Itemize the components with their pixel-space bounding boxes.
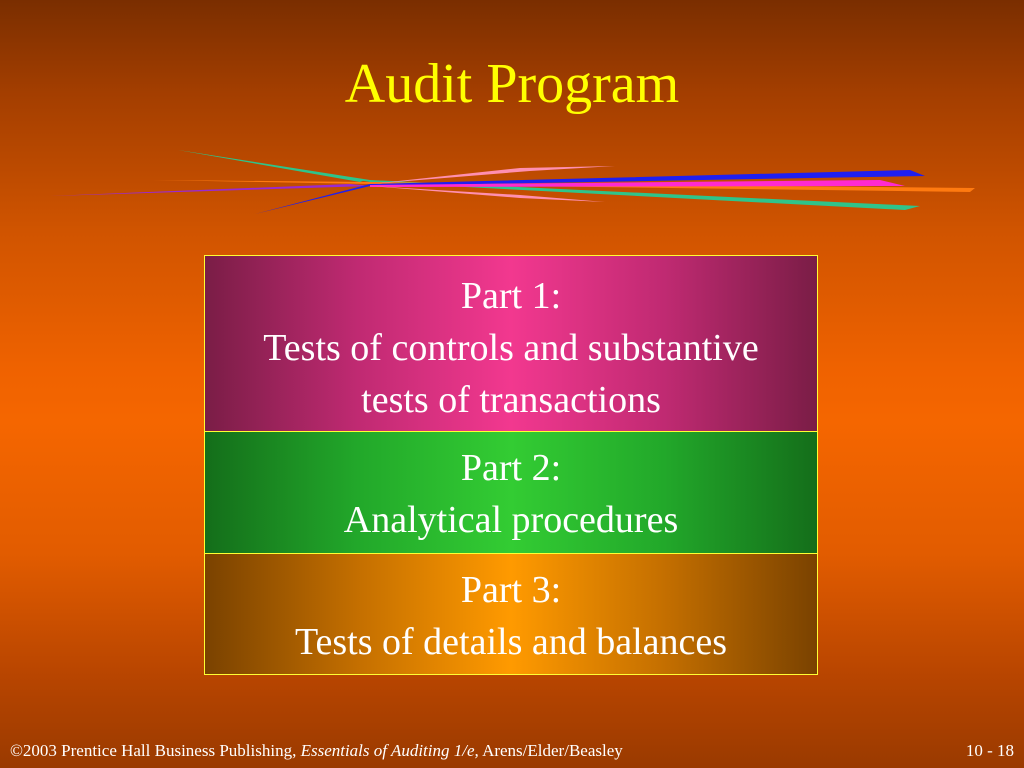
footer-book-title: Essentials of Auditing 1/e,	[300, 741, 479, 760]
footer-authors: Arens/Elder/Beasley	[482, 741, 623, 760]
part-3-heading: Part 3:	[460, 569, 562, 611]
part-3-line-1: Tests of details and balances	[294, 621, 728, 663]
part-1-box: Part 1: Tests of controls and substantiv…	[205, 256, 817, 431]
ray-teal	[178, 150, 920, 210]
ray-pink-lower	[370, 186, 605, 202]
footer-copyright: ©2003 Prentice Hall Business Publishing,	[10, 741, 297, 760]
slide-footer: ©2003 Prentice Hall Business Publishing,…	[10, 738, 1014, 764]
footer-citation: ©2003 Prentice Hall Business Publishing,…	[10, 738, 623, 764]
part-2-heading: Part 2:	[460, 447, 562, 489]
part-1-line-2: tests of transactions	[361, 379, 661, 421]
ray-purple	[50, 184, 370, 196]
footer-page-number: 10 - 18	[965, 741, 1014, 760]
part-2-box: Part 2: Analytical procedures	[205, 431, 817, 553]
ray-blue	[255, 170, 925, 214]
ray-teal-left	[178, 150, 365, 182]
ray-magenta	[370, 180, 905, 187]
part-1-heading: Part 1:	[460, 275, 562, 317]
part-3-box: Part 3: Tests of details and balances	[205, 553, 817, 674]
part-1-line-1: Tests of controls and substantive	[263, 327, 759, 369]
decorative-ray-ornament	[50, 150, 975, 214]
slide-title: Audit Program	[344, 53, 680, 115]
part-2-line-1: Analytical procedures	[343, 499, 679, 541]
audit-program-parts: Part 1: Tests of controls and substantiv…	[204, 255, 818, 675]
